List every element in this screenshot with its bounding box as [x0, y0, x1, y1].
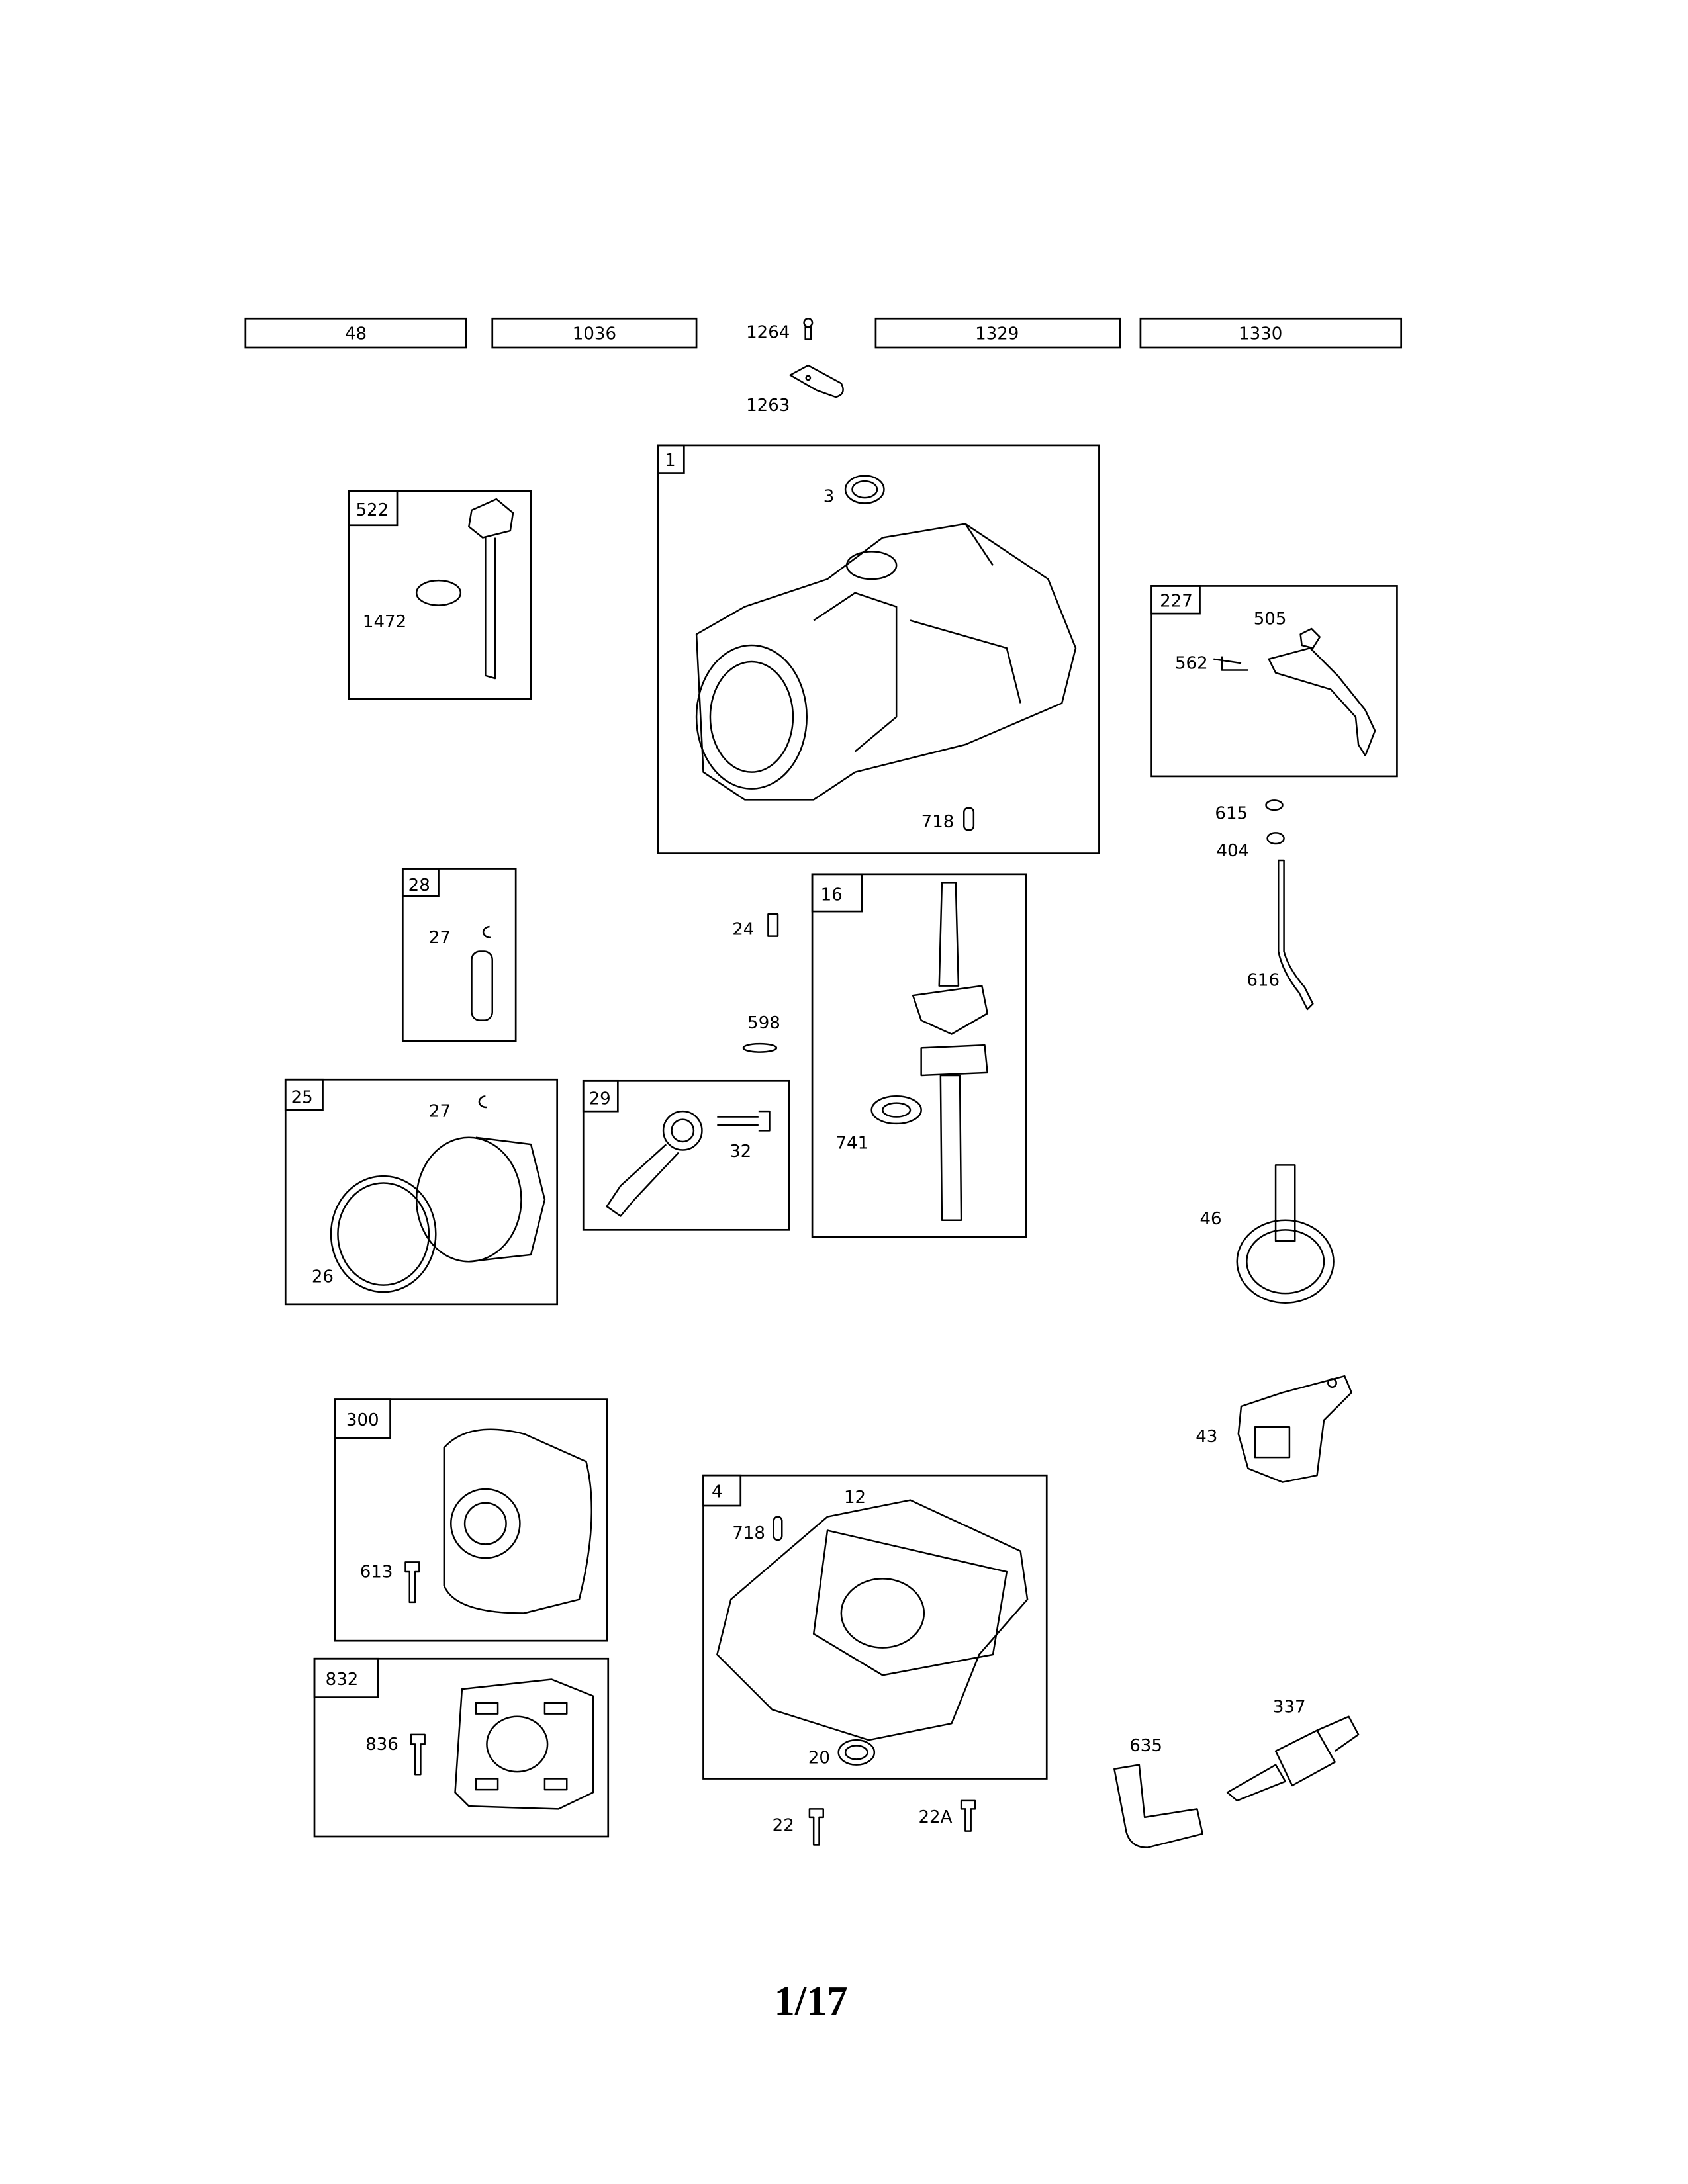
camshaft-46-icon — [1236, 1164, 1335, 1304]
header-box-1330[interactable]: 1330 — [1139, 317, 1403, 349]
o-ring-1472-icon — [415, 579, 462, 606]
svg-text:832: 832 — [326, 1670, 359, 1690]
svg-text:227: 227 — [1160, 592, 1193, 612]
svg-text:522: 522 — [356, 500, 389, 520]
svg-text:3: 3 — [823, 486, 835, 506]
group-4-sump[interactable]: 4 12 718 20 — [702, 1474, 1048, 1780]
group-300-muffler[interactable]: 300 613 — [334, 1398, 608, 1642]
seal-20-icon — [837, 1739, 876, 1766]
group-25-piston[interactable]: 25 27 26 — [284, 1078, 559, 1306]
piston-pin-icon — [471, 950, 493, 1021]
label-615: 615 — [1215, 804, 1248, 824]
svg-text:718: 718 — [921, 812, 955, 832]
group-832-muffler-guard[interactable]: 832 836 — [313, 1657, 610, 1838]
label-598: 598 — [747, 1013, 780, 1033]
svg-text:300: 300 — [346, 1410, 379, 1430]
svg-text:48: 48 — [345, 324, 367, 344]
svg-text:32: 32 — [729, 1142, 751, 1161]
bolt-562-icon — [1213, 656, 1248, 671]
sump-icon — [716, 1499, 1029, 1741]
screw-1264-icon — [803, 318, 814, 340]
svg-text:29: 29 — [589, 1089, 611, 1109]
svg-text:26: 26 — [312, 1267, 334, 1287]
spark-plug-337-icon — [1226, 1715, 1360, 1802]
svg-text:4: 4 — [712, 1482, 723, 1502]
svg-text:20: 20 — [808, 1749, 830, 1768]
seal-3-icon — [844, 475, 885, 504]
svg-text:1472: 1472 — [363, 612, 406, 632]
svg-text:16: 16 — [821, 885, 843, 905]
bolt-22a-icon — [960, 1799, 976, 1832]
svg-text:562: 562 — [1175, 653, 1208, 673]
nut-505-icon — [1299, 627, 1321, 649]
svg-text:505: 505 — [1254, 610, 1287, 629]
group-16-crankshaft[interactable]: 16 741 — [811, 873, 1027, 1238]
bracket-1263-icon — [789, 364, 844, 398]
muffler-icon — [443, 1428, 592, 1614]
crankshaft-icon — [912, 882, 988, 1222]
clip-615-icon — [1265, 799, 1284, 811]
governor-shaft-616-icon — [1278, 859, 1314, 1011]
label-46: 46 — [1200, 1209, 1222, 1229]
label-741: 741 — [836, 1133, 869, 1153]
svg-text:25: 25 — [291, 1088, 313, 1108]
svg-text:1: 1 — [665, 451, 676, 471]
label-616: 616 — [1246, 971, 1280, 991]
svg-text:27: 27 — [429, 928, 451, 948]
svg-text:1330: 1330 — [1239, 324, 1282, 344]
label-24: 24 — [732, 920, 754, 940]
muffler-guard-icon — [454, 1678, 594, 1810]
spark-plug-boot-635-icon — [1113, 1764, 1203, 1848]
svg-text:27: 27 — [429, 1101, 451, 1121]
dowel-718-icon — [773, 1516, 783, 1541]
group-227-governor-lever[interactable]: 227 505 562 — [1150, 585, 1398, 778]
lever-icon — [1268, 647, 1376, 756]
header-box-48[interactable]: 48 — [244, 317, 467, 349]
group-28-piston-pin[interactable]: 28 27 — [401, 868, 517, 1042]
label-1264: 1264 — [746, 322, 790, 342]
piston-rings-icon — [330, 1175, 437, 1293]
svg-text:613: 613 — [360, 1562, 393, 1582]
label-635: 635 — [1129, 1736, 1162, 1756]
group-1-cylinder[interactable]: 1 3 718 — [657, 444, 1100, 854]
label-43: 43 — [1196, 1427, 1217, 1447]
svg-text:28: 28 — [408, 876, 430, 895]
dowel-718-icon — [963, 807, 975, 831]
washer-598-icon — [742, 1042, 778, 1053]
header-box-1329[interactable]: 1329 — [874, 317, 1121, 349]
washer-404-icon — [1266, 832, 1285, 845]
header-box-1036[interactable]: 1036 — [491, 317, 698, 349]
label-404: 404 — [1217, 841, 1250, 861]
svg-text:1329: 1329 — [975, 324, 1019, 344]
cylinder-block-icon — [695, 523, 1077, 801]
dipstick-icon — [468, 498, 514, 680]
key-24-icon — [767, 913, 779, 937]
screw-836-icon — [410, 1733, 426, 1776]
label-22a: 22A — [919, 1807, 953, 1827]
governor-43-icon — [1237, 1375, 1352, 1483]
crank-gear-741-icon — [870, 1095, 922, 1125]
retainer-27-icon — [482, 925, 491, 938]
bolt-22-icon — [808, 1808, 825, 1846]
page-number: 1/17 — [774, 1978, 847, 2024]
svg-text:12: 12 — [844, 1488, 866, 1508]
svg-text:836: 836 — [365, 1735, 399, 1754]
bolt-32-icon — [717, 1110, 771, 1132]
label-22: 22 — [773, 1816, 794, 1836]
screw-613-icon — [404, 1561, 420, 1604]
group-522-dipstick[interactable]: 522 1472 — [348, 490, 532, 700]
label-337: 337 — [1273, 1698, 1306, 1717]
group-29-connecting-rod[interactable]: 29 32 — [582, 1079, 790, 1231]
connecting-rod-icon — [606, 1110, 703, 1217]
retainer-27-icon — [478, 1095, 487, 1109]
svg-text:718: 718 — [732, 1524, 765, 1543]
label-1263: 1263 — [746, 396, 790, 416]
svg-text:1036: 1036 — [573, 324, 616, 344]
